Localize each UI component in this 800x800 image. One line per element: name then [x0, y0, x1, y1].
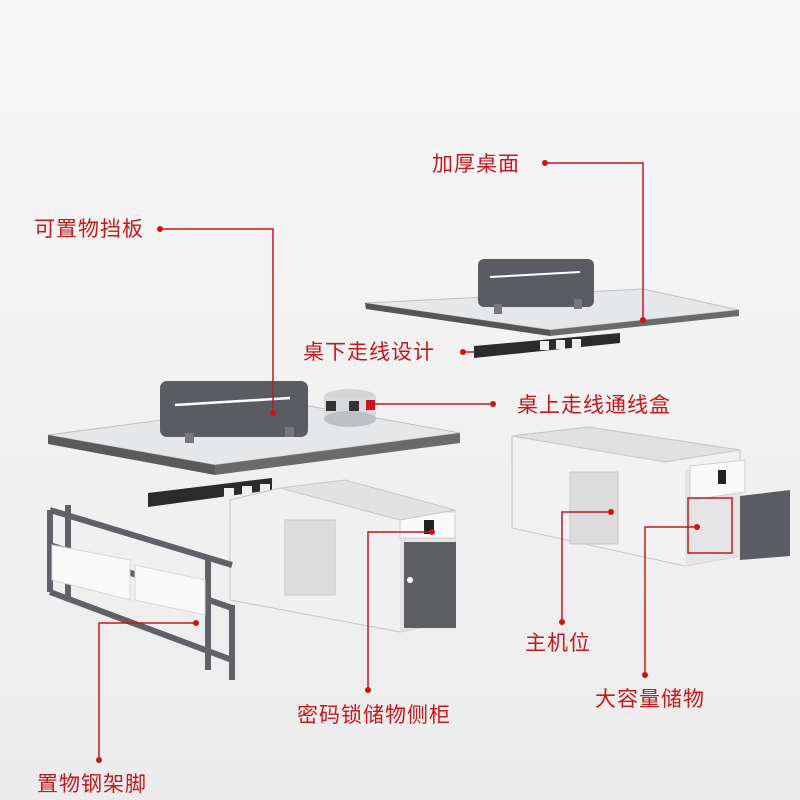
- left-desk: [47, 381, 461, 680]
- left-screen-panel: [160, 381, 308, 443]
- right-storage-cabinet: [511, 426, 790, 567]
- callout-lines: [98, 162, 733, 760]
- label-lock-cabinet: 密码锁储物侧柜: [297, 703, 451, 727]
- label-shelf-panel: 可置物挡板: [34, 217, 144, 241]
- right-screen-panel: [478, 259, 594, 314]
- label-top-cable-box: 桌上走线通线盒: [517, 393, 671, 417]
- label-host-position: 主机位: [525, 631, 591, 655]
- label-steel-legs: 置物钢架脚: [37, 772, 147, 796]
- left-cable-tray: [148, 478, 272, 507]
- top-cable-box: [324, 389, 376, 427]
- label-thick-top: 加厚桌面: [432, 152, 520, 176]
- lock-side-cabinet: [229, 479, 456, 633]
- label-under-cable: 桌下走线设计: [303, 340, 435, 364]
- label-large-storage: 大容量储物: [595, 687, 705, 711]
- callout-dots: [96, 160, 700, 763]
- right-cable-tray: [474, 333, 620, 358]
